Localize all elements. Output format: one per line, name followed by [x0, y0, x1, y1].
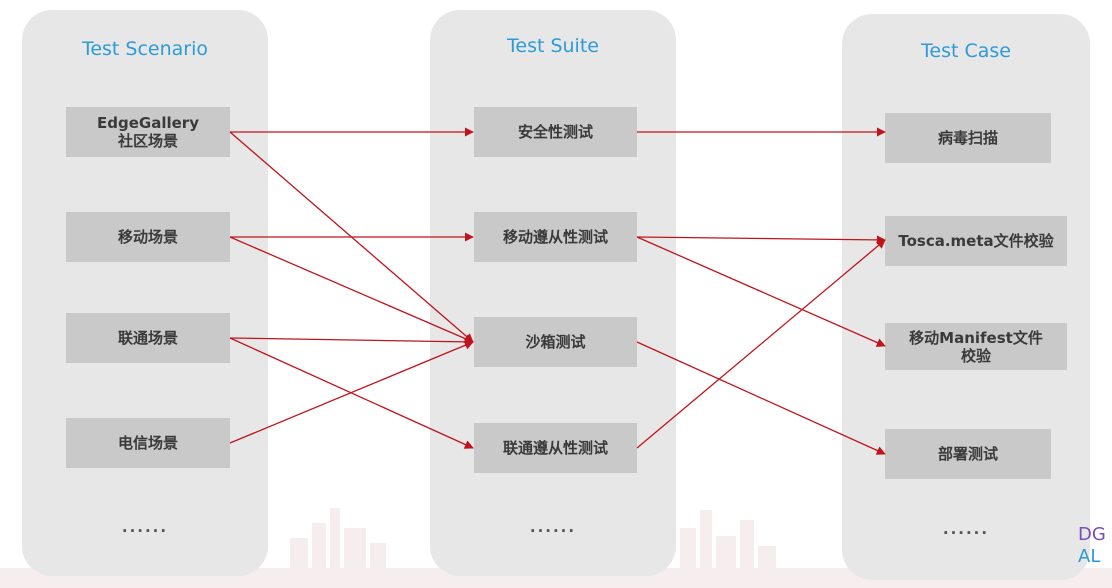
node-scenario-telecom: 电信场景 [66, 418, 230, 468]
node-case-tosca-meta: Tosca.meta文件校验 [885, 216, 1067, 266]
more-indicator: ...... [121, 518, 169, 536]
more-indicator: ...... [529, 518, 577, 536]
city-skyline-background [0, 508, 1112, 588]
column-title: Test Scenario [81, 38, 209, 60]
node-suite-unicom-compliance: 联通遵从性测试 [474, 423, 637, 473]
node-case-mobile-manifest: 移动Manifest文件 校验 [885, 323, 1067, 370]
column-test-case: Test Case ...... [842, 14, 1090, 580]
more-indicator: ...... [942, 520, 990, 538]
column-test-suite: Test Suite ...... [430, 10, 676, 576]
column-test-scenario: Test Scenario ...... [22, 10, 268, 576]
node-scenario-mobile: 移动场景 [66, 212, 230, 262]
node-scenario-edgegallery: EdgeGallery 社区场景 [66, 107, 230, 157]
edgegallery-logo: DG AL [1078, 524, 1106, 567]
column-title: Test Case [921, 40, 1011, 62]
node-scenario-unicom: 联通场景 [66, 313, 230, 363]
column-title: Test Suite [507, 35, 599, 57]
node-suite-mobile-compliance: 移动遵从性测试 [474, 212, 637, 262]
node-suite-sandbox: 沙箱测试 [474, 317, 637, 367]
node-suite-security: 安全性测试 [474, 107, 637, 157]
node-case-deploy: 部署测试 [885, 429, 1051, 479]
node-case-virus-scan: 病毒扫描 [885, 113, 1051, 163]
